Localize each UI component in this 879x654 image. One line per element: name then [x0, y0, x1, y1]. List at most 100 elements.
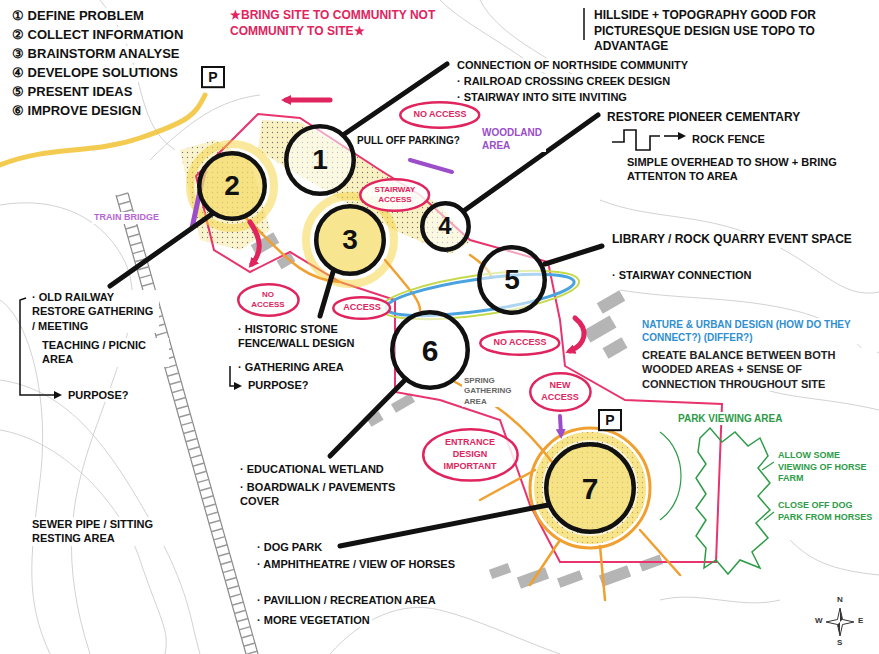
area-circle: 3: [314, 204, 386, 276]
annotation-text: W: [813, 616, 825, 626]
area-circle: 7: [544, 442, 636, 534]
annotation-text: SEWER PIPE / SITTING RESTING AREA: [30, 517, 199, 546]
circle-outline: [316, 206, 384, 274]
buildings-part: [602, 337, 627, 358]
hatched-areas: [180, 120, 646, 544]
buildings-part: [277, 253, 296, 270]
compass-rose-part: [840, 608, 843, 622]
node-text-group: NEW ACCESS: [540, 380, 580, 403]
annotation-text: ① DEFINE PROBLEM: [10, 8, 146, 25]
annotation-text: RESTORE PIONEER CEMENTARY: [605, 110, 802, 126]
green-leaders-part: [762, 462, 774, 470]
annotation-text: · AMPHITHEATRE / VIEW OF HORSES: [255, 557, 457, 571]
annotation-text: · EDUCATIONAL WETLAND: [238, 462, 386, 476]
contour-lines-part: [0, 380, 200, 654]
access-ellipse: NO ACCESS: [237, 283, 300, 317]
callout-number: 5: [504, 262, 520, 298]
node-text-group: 5: [504, 262, 520, 298]
access-arrows-part: [560, 416, 561, 434]
access-ellipse: NEW ACCESS: [529, 372, 592, 412]
buildings-part: [489, 563, 511, 579]
parking-box: P: [598, 409, 622, 431]
access-note: NO ACCESS: [248, 290, 288, 311]
leader-lines: [110, 64, 602, 546]
leader-lines-part: [465, 115, 598, 210]
annotation-text: ★BRING SITE TO COMMUNITY NOT COMMUNITY T…: [228, 8, 447, 39]
annotation-text: CLOSE OFF DOG PARK FROM HORSES: [776, 500, 878, 523]
annotation-text: TRAIN BRIDGE: [92, 212, 161, 224]
node-text-group: 7: [582, 469, 599, 508]
node-text-group: 4: [438, 210, 451, 241]
access-note: ENTRANCE DESIGN IMPORTANT: [438, 437, 502, 472]
annotation-text: · HISTORIC STONE FENCE/WALL DESIGN: [236, 322, 372, 351]
node-text-group: 3: [342, 222, 358, 258]
access-arrows: [192, 100, 584, 434]
circle-outline: [546, 444, 634, 532]
railroad: [116, 193, 258, 654]
access-ellipse: STAIRWAY ACCESS: [359, 178, 430, 212]
annotation-text: E: [856, 616, 865, 626]
access-arrows-part: [570, 318, 584, 351]
circle-outline: [199, 153, 265, 219]
area-circle: 1: [284, 124, 356, 196]
path-network-part: [190, 144, 274, 228]
node-text-group: ACCESS: [343, 302, 381, 314]
rock-fence-symbol: [612, 130, 682, 150]
node-text-group: 6: [422, 331, 439, 370]
node-text-group: 2: [224, 168, 240, 204]
access-ellipse: ACCESS: [332, 296, 391, 320]
annotation-text: · STAIRWAY CONNECTION: [610, 268, 754, 282]
access-arrows-part: [250, 222, 259, 264]
annotation-text: · STAIRWAY INTO SITE INVITING: [455, 90, 629, 104]
node-text-group: ENTRANCE DESIGN IMPORTANT: [438, 437, 502, 472]
annotation-text: ALLOW SOME VIEWING OF HORSE FARM: [776, 450, 878, 485]
annotation-text: · RAILROAD CROSSING CREEK DESIGN: [455, 74, 672, 88]
annotation-text: PULL OFF PARKING?: [355, 134, 462, 147]
access-note: NO ACCESS: [413, 109, 466, 121]
ellipse-outline: [400, 102, 479, 128]
brackets-part: [583, 8, 585, 40]
parking-label: P: [605, 411, 614, 429]
annotation-text: N: [835, 595, 845, 605]
callout-number: 7: [582, 469, 599, 508]
annotation-text: · GATHERING AREA: [236, 360, 346, 374]
annotation-text: ④ DEVELOPE SOLUTIONS: [10, 65, 180, 82]
circle-outline: [392, 312, 468, 388]
access-ellipse: NO ACCESS: [399, 101, 481, 129]
contour-lines-part: [620, 290, 879, 354]
callout-number: 3: [342, 222, 358, 258]
green-leaders: [660, 432, 774, 520]
contour-lines-part: [0, 203, 132, 654]
annotation-text: ③ BRAINSTORM ANALYSE: [10, 46, 182, 63]
node-text-group: STAIRWAY ACCESS: [372, 185, 418, 206]
yellow-squiggle-part: [0, 95, 205, 165]
node-text-group: P: [605, 411, 614, 429]
leader-lines-part: [110, 214, 212, 286]
ellipse-outline: [238, 284, 298, 316]
annotation-text: ROCK FENCE: [690, 132, 767, 146]
callout-number: 4: [438, 210, 451, 241]
area-circle: 5: [477, 245, 547, 315]
buildings: [251, 232, 663, 588]
compass-rose-part: [838, 622, 841, 636]
annotation-text: CONNECTION OF NORTHSIDE COMMUNITY: [455, 58, 690, 72]
buildings-part: [597, 290, 626, 313]
access-ellipse: ENTRANCE DESIGN IMPORTANT: [422, 428, 519, 482]
node-text-group: NO ACCESS: [413, 109, 466, 121]
annotation-text: · OLD RAILWAY RESTORE GATHERING / MEETIN…: [30, 290, 159, 333]
yellow-squiggle: [0, 95, 205, 165]
ellipse-outline: [423, 429, 517, 480]
rect-outline: [599, 410, 621, 430]
rock-fence-symbol-part: [664, 135, 682, 137]
annotation-text: TEACHING / PICNIC AREA: [40, 338, 169, 367]
node-text-group: P: [208, 68, 217, 86]
green-leaders-part: [660, 432, 681, 520]
buildings-part: [391, 393, 415, 413]
annotation-text: PARK VIEWING AREA: [676, 412, 784, 425]
access-arrows-part: [286, 98, 330, 103]
tree-band: [696, 428, 770, 574]
hatched-areas-part: [534, 432, 646, 544]
annotation-text: ⑤ PRESENT IDEAS: [10, 84, 134, 101]
callout-number: 6: [422, 331, 439, 370]
